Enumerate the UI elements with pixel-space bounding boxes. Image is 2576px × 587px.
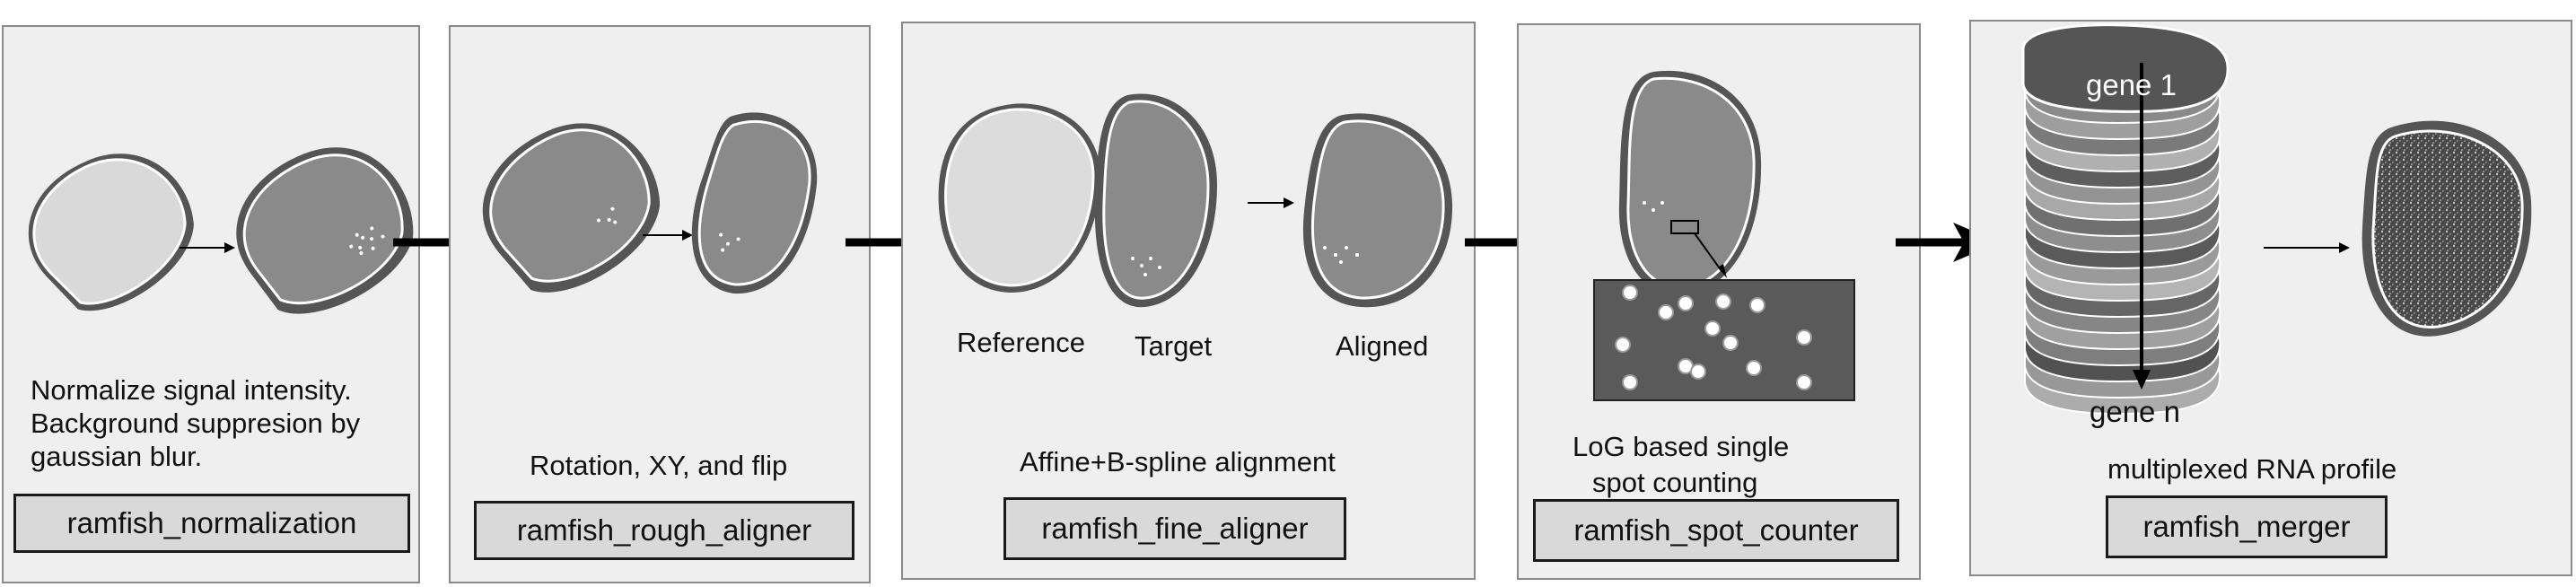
caption-line: Affine+B-spline alignment — [1020, 446, 1336, 477]
normalization-caption: Normalize signal intensity. Background s… — [31, 373, 360, 473]
raw-tissue-section — [28, 153, 194, 311]
normalized-tissue-section — [236, 147, 414, 314]
zoom-region — [1670, 220, 1699, 234]
step-arrow — [2264, 242, 2350, 253]
module-name-box: ramfish_normalization — [13, 494, 410, 553]
normalization-illustration — [28, 147, 414, 314]
module-name-box: ramfish_rough_aligner — [474, 501, 854, 560]
caption-line: gaussian blur. — [31, 441, 203, 472]
normalization-panel: Normalize signal intensity. Background s… — [2, 25, 420, 583]
step-arrow — [1248, 197, 1294, 208]
tissue-section — [1618, 70, 1762, 295]
aligned-tissue-section — [1302, 113, 1453, 308]
step-arrow — [643, 230, 693, 241]
gene-1-label: gene 1 — [2086, 68, 2177, 101]
merged-profile-tissue — [2361, 120, 2532, 337]
detected-spots — [1615, 285, 1812, 390]
target-label: Target — [1135, 330, 1213, 362]
caption-line: Background suppresion by — [31, 407, 361, 439]
gene-axis-arrow — [2133, 63, 2151, 390]
spot-counter-panel: LoG based single spot counting ramfish_s… — [1517, 23, 1921, 580]
caption-line: multiplexed RNA profile — [2107, 453, 2397, 485]
caption-line: spot counting — [1592, 467, 1758, 498]
gene-n-label: gene n — [2090, 395, 2180, 428]
rough-aligner-illustration — [482, 112, 818, 294]
module-name-box: ramfish_spot_counter — [1533, 499, 1899, 562]
module-name-box: ramfish_merger — [2106, 495, 2388, 558]
fine-aligner-illustration — [938, 93, 1453, 308]
gene-layer-stack — [2021, 23, 2230, 415]
caption-line: Rotation, XY, and flip — [530, 450, 788, 481]
module-name-box: ramfish_fine_aligner — [1003, 497, 1346, 560]
moving-tissue-section — [482, 123, 661, 293]
fine-aligner-panel: Reference Target Aligned Affine+B-spline… — [901, 22, 1476, 580]
zoom-arrow — [1694, 232, 1727, 278]
caption-line: LoG based single — [1573, 431, 1790, 462]
aligned-label: Aligned — [1336, 330, 1429, 362]
rough-aligner-caption: Rotation, XY, and flip — [530, 449, 787, 482]
fine-aligner-caption: Affine+B-spline alignment — [1020, 445, 1336, 478]
merger-illustration — [2021, 23, 2532, 415]
spot-counter-illustration — [1593, 70, 1855, 401]
reference-tissue-section — [938, 103, 1100, 293]
spot-counter-caption: LoG based single spot counting — [1573, 429, 1789, 501]
gene-layer-top — [2021, 23, 2230, 113]
rough-aligner-panel: Rotation, XY, and flip ramfish_rough_ali… — [449, 25, 871, 583]
merger-caption: multiplexed RNA profile — [2107, 452, 2396, 486]
merger-panel: gene 1 gene n multiplexed RNA profile ra… — [1969, 20, 2572, 576]
rotated-tissue-section — [691, 112, 818, 294]
caption-line: Normalize signal intensity. — [31, 374, 352, 406]
target-tissue-section — [1094, 93, 1217, 308]
step-arrow — [180, 242, 235, 253]
reference-label: Reference — [957, 327, 1086, 358]
